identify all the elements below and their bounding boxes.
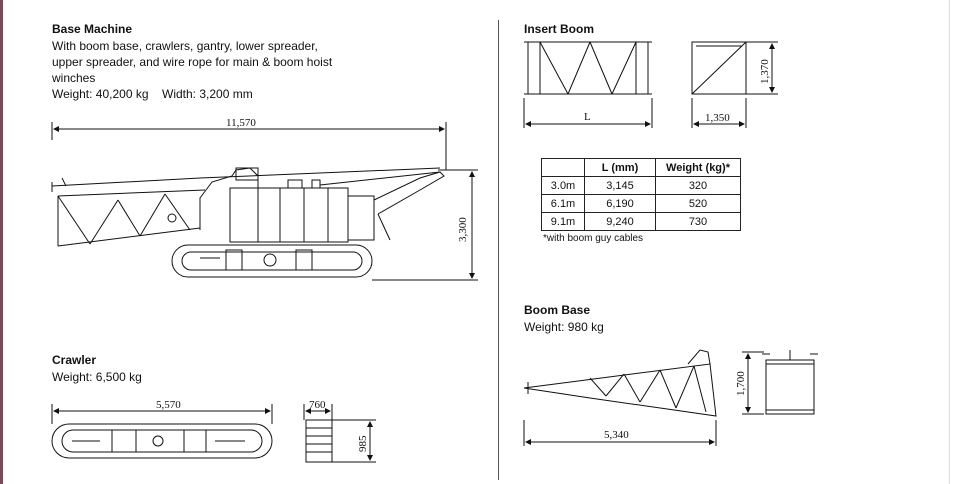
base-machine-desc-1: With boom base, crawlers, gantry, lower …	[52, 39, 318, 53]
table-row: 3.0m 3,145 320	[541, 176, 741, 195]
insert-boom-weight-table: L (mm) Weight (kg)* 3.0m 3,145 320 6.1m …	[541, 158, 741, 231]
table-cell: 3,145	[584, 176, 656, 195]
table-footnote: *with boom guy cables	[543, 233, 644, 244]
table-cell: 6,190	[584, 194, 656, 213]
boom-base-weight: Weight: 980 kg	[524, 320, 604, 334]
table-row: 9.1m 9,240 730	[541, 212, 741, 231]
table-cell: 9,240	[584, 212, 656, 231]
insert-boom-width-dim: 1,350	[705, 112, 730, 124]
crawler-drawing	[51, 404, 376, 463]
table-cell: 730	[655, 212, 741, 231]
crawler-title: Crawler	[52, 353, 97, 367]
column-divider	[498, 20, 499, 480]
page-edge-right	[949, 0, 960, 484]
base-machine-length-dim: 11,570	[226, 117, 256, 129]
boom-base-length-dim: 5,340	[604, 429, 629, 441]
boom-base-drawing	[523, 349, 818, 446]
insert-boom-height-dim: 1,370	[759, 59, 771, 84]
table-header-cell: Weight (kg)*	[655, 158, 741, 177]
crawler-height-dim: 985	[357, 435, 369, 452]
base-machine-weight: Weight: 40,200 kg	[52, 87, 149, 101]
base-machine-height-dim: 3,300	[457, 217, 469, 242]
crawler-weight: Weight: 6,500 kg	[52, 370, 142, 384]
table-header-cell: L (mm)	[584, 158, 656, 177]
crawler-width-dim: 760	[309, 399, 326, 411]
base-machine-drawing	[51, 122, 478, 281]
table-header-row: L (mm) Weight (kg)*	[541, 158, 741, 177]
insert-boom-title: Insert Boom	[524, 22, 595, 36]
page-edge-left	[0, 0, 3, 484]
base-machine-title: Base Machine	[52, 22, 133, 36]
insert-boom-length-dim: L	[584, 111, 591, 123]
boom-base-height-dim: 1,700	[735, 371, 747, 396]
boom-base-title: Boom Base	[524, 303, 591, 317]
base-machine-desc-2: upper spreader, and wire rope for main &…	[52, 55, 333, 69]
base-machine-desc-3: winches	[52, 71, 96, 85]
insert-boom-drawing	[523, 41, 778, 128]
base-machine-width: Width: 3,200 mm	[162, 87, 253, 101]
crawler-length-dim: 5,570	[156, 399, 181, 411]
